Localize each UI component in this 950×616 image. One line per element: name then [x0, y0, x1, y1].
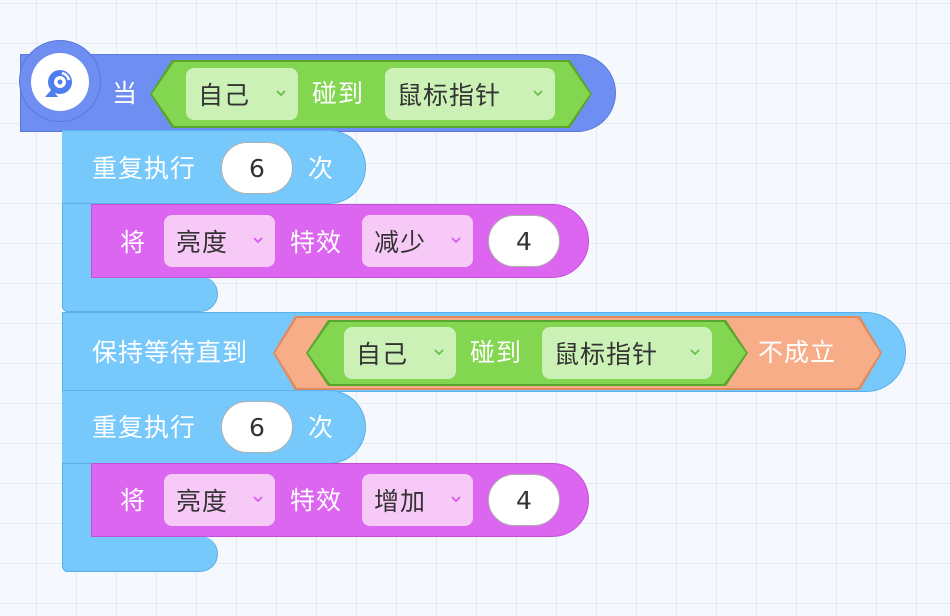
touching-2-verb-label: 碰到 — [470, 338, 523, 367]
effect-1-name-dropdown[interactable]: 亮度 — [164, 215, 275, 267]
effect-1-prefix: 将 — [120, 228, 147, 257]
not-operator-label: 不成立 — [758, 338, 837, 367]
target-dropdown[interactable]: 鼠标指针 — [385, 68, 555, 120]
effect-1-action-dropdown[interactable]: 减少 — [362, 215, 473, 267]
effect-1-value-input[interactable]: 4 — [488, 215, 560, 267]
chevron-down-icon — [253, 237, 263, 243]
effect-2-name-dropdown[interactable]: 亮度 — [164, 474, 275, 526]
repeat-1-label: 重复执行 — [92, 154, 197, 183]
chevron-down-icon — [533, 90, 543, 96]
chevron-down-icon — [451, 496, 461, 502]
subject-2-dropdown[interactable]: 自己 — [344, 327, 456, 379]
effect-2-value-input[interactable]: 4 — [488, 474, 560, 526]
effect-2-middle: 特效 — [290, 486, 343, 515]
repeat-2-label: 重复执行 — [92, 413, 197, 442]
chevron-down-icon — [253, 496, 263, 502]
repeat-2-count-input[interactable]: 6 — [221, 401, 293, 453]
target-2-dropdown[interactable]: 鼠标指针 — [542, 327, 712, 379]
subject-dropdown[interactable]: 自己 — [186, 68, 298, 120]
chevron-down-icon — [451, 237, 461, 243]
repeat-block-1-footer[interactable] — [62, 276, 218, 312]
wait-until-label: 保持等待直到 — [92, 338, 249, 367]
repeat-1-suffix: 次 — [308, 154, 335, 183]
chevron-down-icon — [434, 349, 444, 355]
repeat-1-count-input[interactable]: 6 — [221, 142, 293, 194]
effect-2-prefix: 将 — [120, 486, 147, 515]
hat-label: 当 — [112, 79, 139, 108]
chevron-down-icon — [690, 349, 700, 355]
effect-2-action-dropdown[interactable]: 增加 — [362, 474, 473, 526]
radar-dish-icon — [31, 53, 89, 111]
touching-verb-label: 碰到 — [312, 79, 365, 108]
chevron-down-icon — [276, 90, 286, 96]
repeat-block-2-footer[interactable] — [62, 536, 218, 572]
repeat-block-1-header[interactable] — [62, 130, 366, 204]
repeat-2-suffix: 次 — [308, 413, 335, 442]
effect-1-middle: 特效 — [290, 228, 343, 257]
